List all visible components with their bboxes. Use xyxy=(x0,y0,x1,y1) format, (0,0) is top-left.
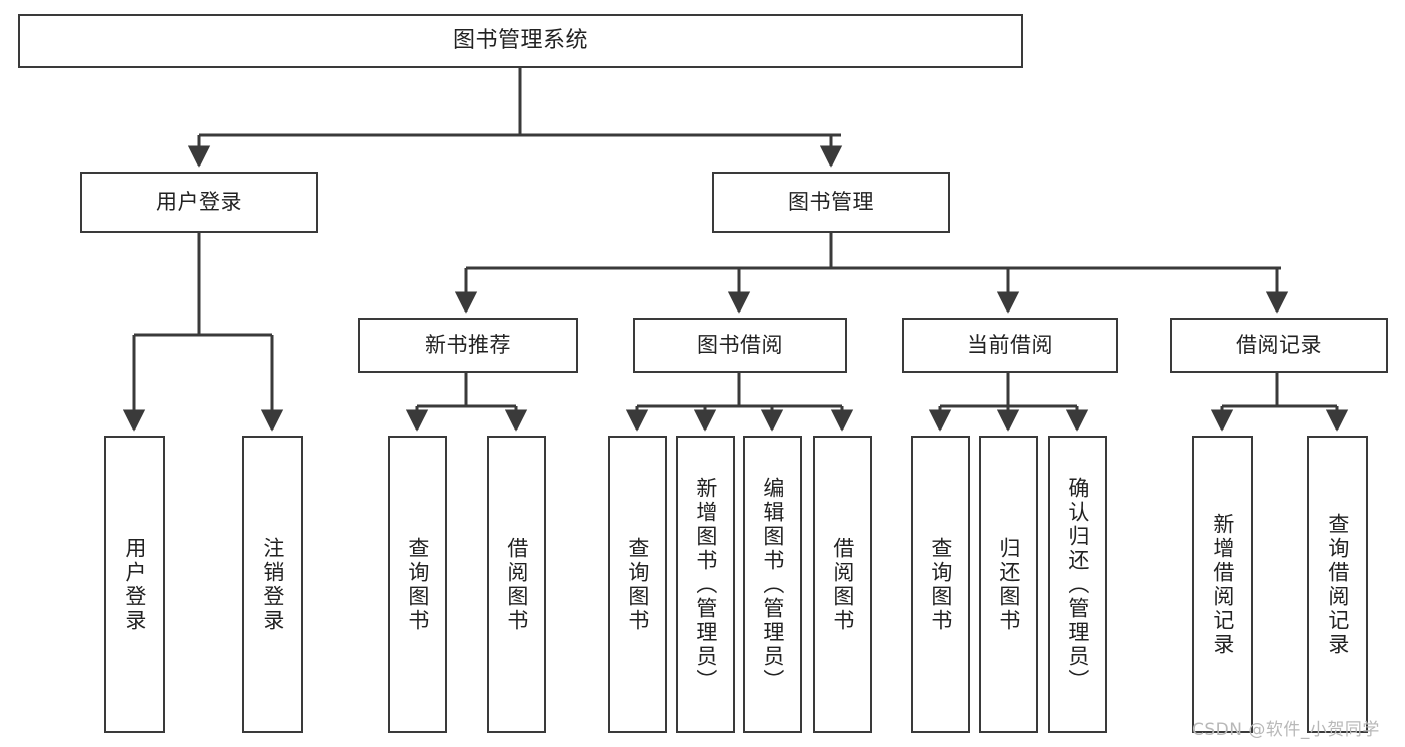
node-user-login[interactable]: 用户登录 xyxy=(80,172,318,233)
node-book-borrow[interactable]: 图书借阅 xyxy=(633,318,847,373)
leaf-borrow-add-book-admin[interactable]: 新增图书（管理员） xyxy=(676,436,735,733)
node-new-book-recommend[interactable]: 新书推荐 xyxy=(358,318,578,373)
leaf-borrow-borrow-book[interactable]: 借阅图书 xyxy=(813,436,872,733)
node-root-system[interactable]: 图书管理系统 xyxy=(18,14,1023,68)
node-borrow-record[interactable]: 借阅记录 xyxy=(1170,318,1388,373)
leaf-borrow-query-book[interactable]: 查询图书 xyxy=(608,436,667,733)
leaf-recommend-borrow-book[interactable]: 借阅图书 xyxy=(487,436,546,733)
leaf-borrow-edit-book-admin[interactable]: 编辑图书（管理员） xyxy=(743,436,802,733)
node-book-management[interactable]: 图书管理 xyxy=(712,172,950,233)
leaf-current-return-book[interactable]: 归还图书 xyxy=(979,436,1038,733)
leaf-current-confirm-return-admin[interactable]: 确认归还（管理员） xyxy=(1048,436,1107,733)
leaf-user-login-logout[interactable]: 注销登录 xyxy=(242,436,303,733)
leaf-user-login-login[interactable]: 用户登录 xyxy=(104,436,165,733)
leaf-recommend-query-book[interactable]: 查询图书 xyxy=(388,436,447,733)
leaf-record-add-record[interactable]: 新增借阅记录 xyxy=(1192,436,1253,733)
csdn-watermark: CSDN @软件_小贺同学 xyxy=(1192,720,1380,740)
leaf-record-query-record[interactable]: 查询借阅记录 xyxy=(1307,436,1368,733)
leaf-current-query-book[interactable]: 查询图书 xyxy=(911,436,970,733)
node-current-borrow[interactable]: 当前借阅 xyxy=(902,318,1118,373)
